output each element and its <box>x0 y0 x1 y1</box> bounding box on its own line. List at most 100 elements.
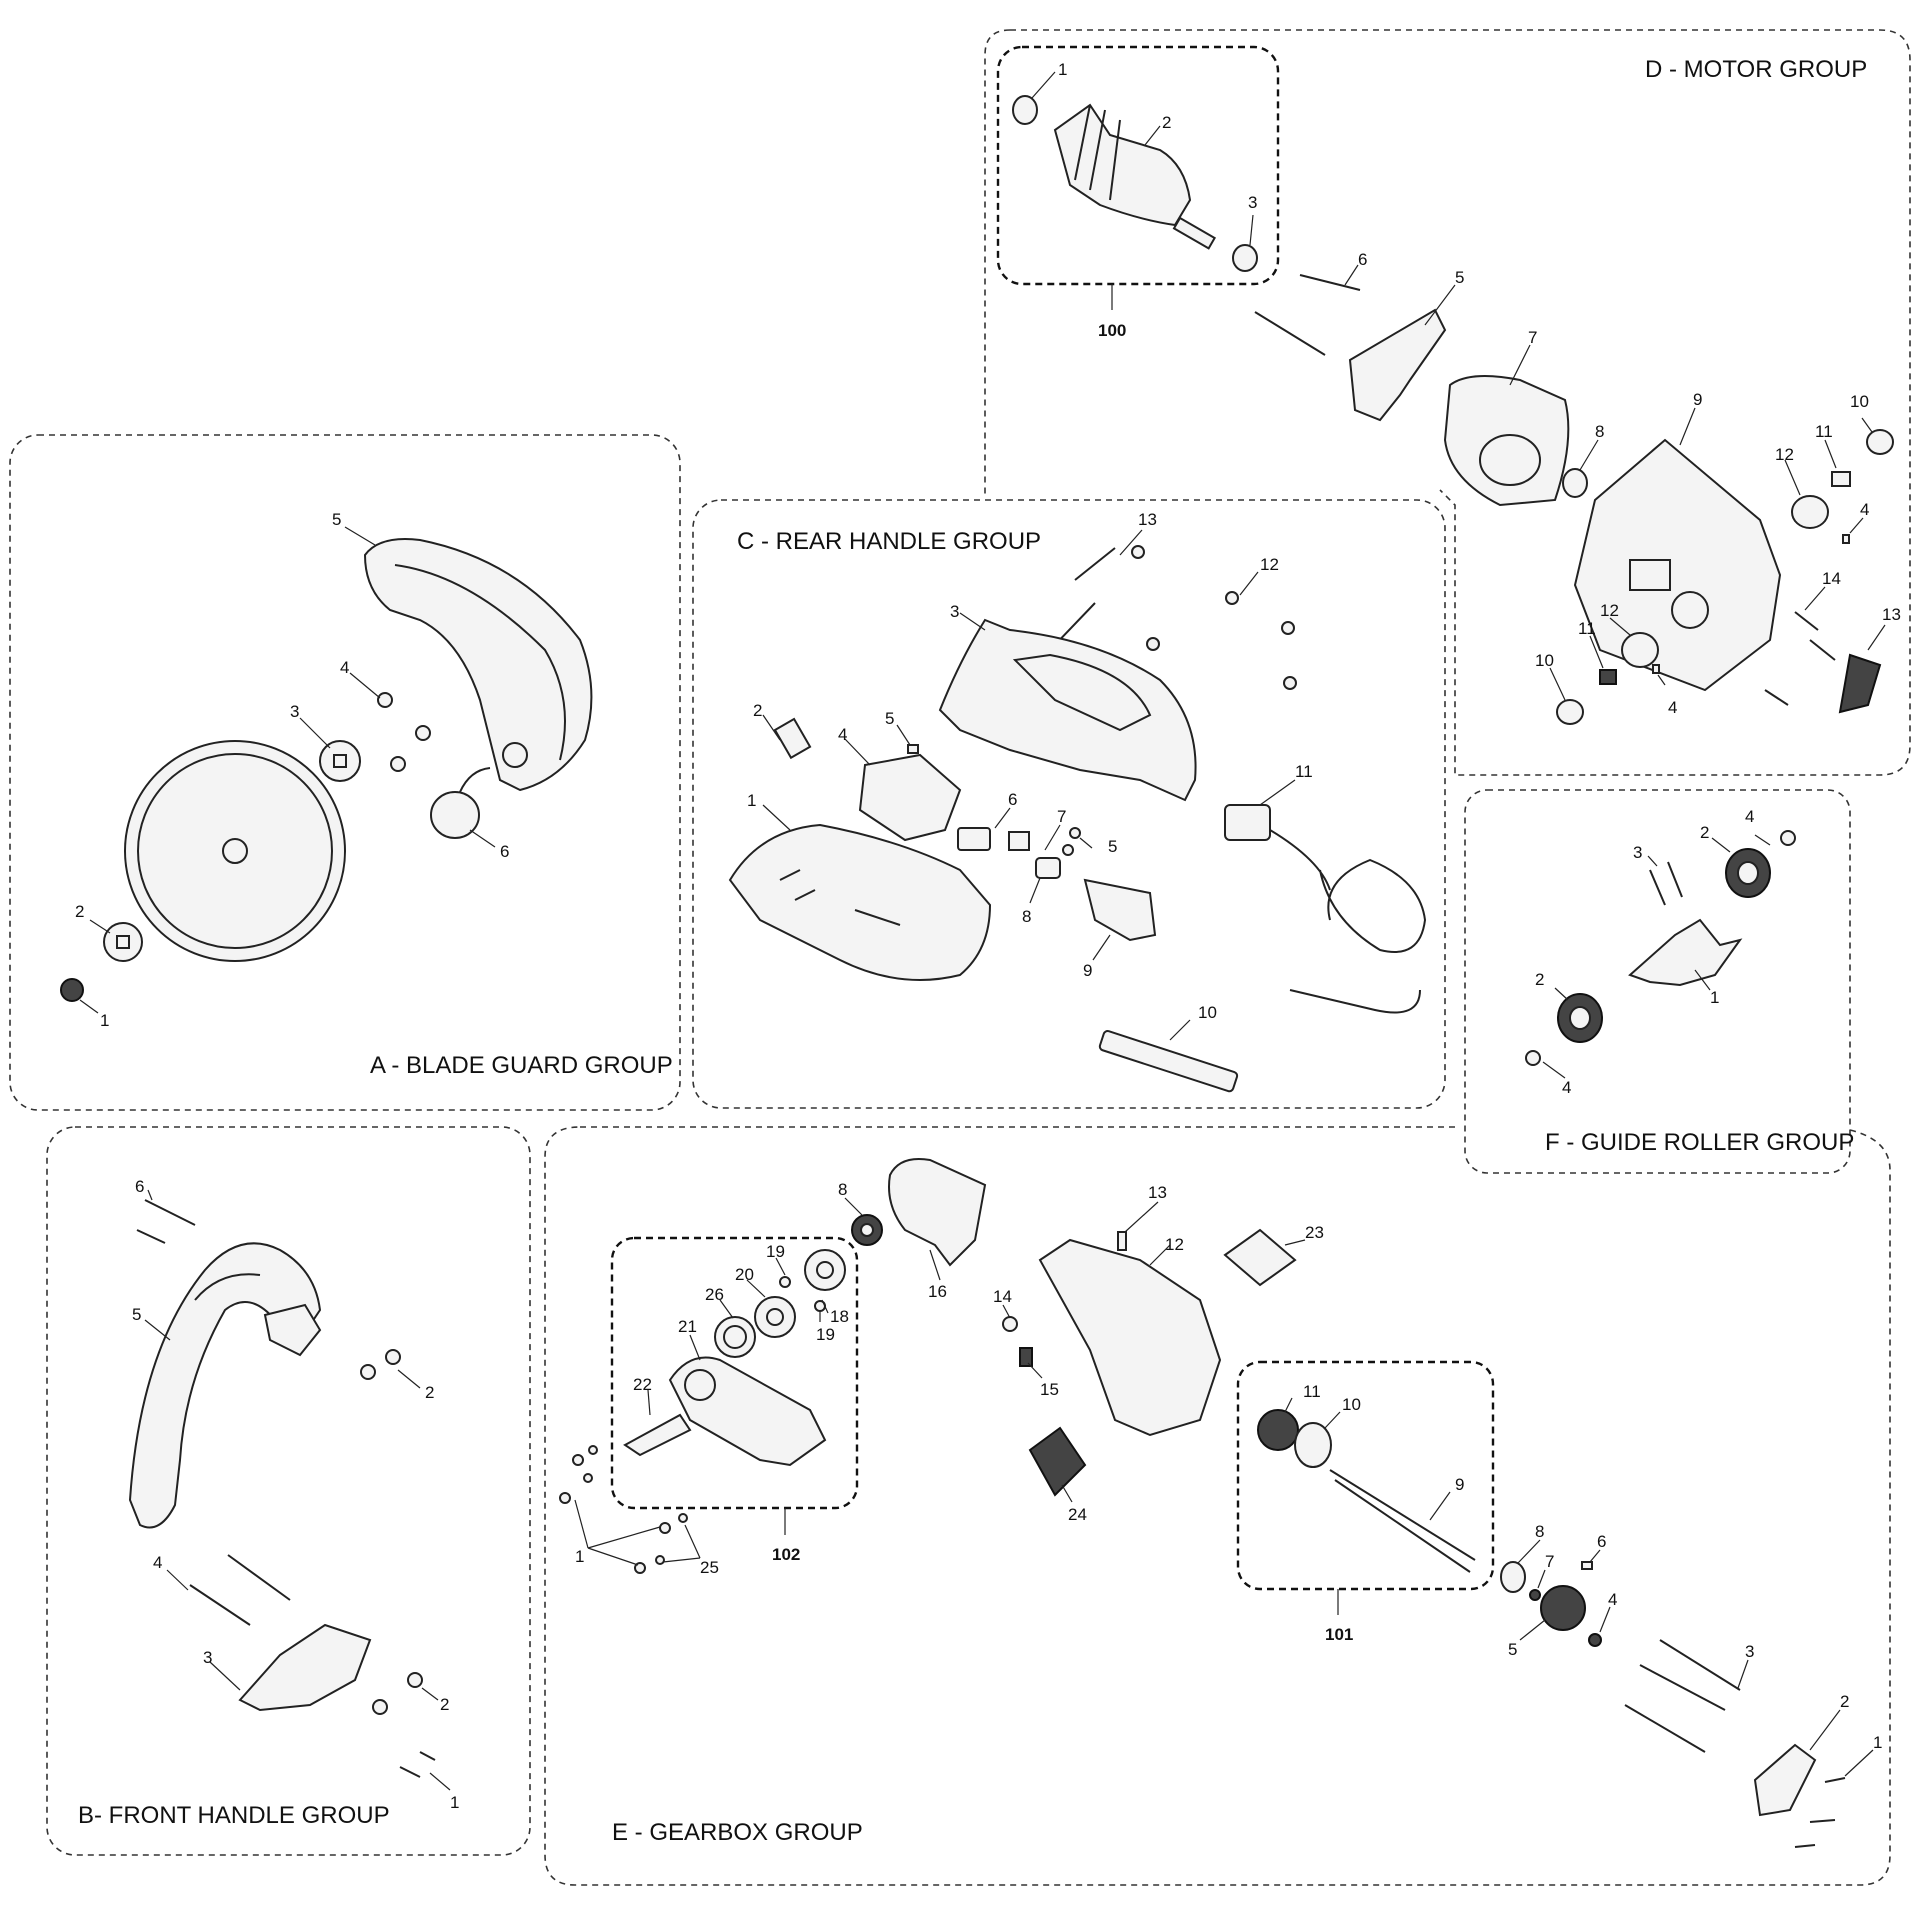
stator <box>1443 375 1570 507</box>
bevel-gear <box>1257 1409 1299 1451</box>
part-label: 20 <box>735 1265 754 1284</box>
screw <box>1062 844 1074 856</box>
screw <box>399 1766 421 1778</box>
part-label: 8 <box>1535 1522 1544 1541</box>
part-label: 3 <box>950 602 959 621</box>
screw <box>1794 1844 1816 1848</box>
nut <box>360 1364 376 1380</box>
part-label: 12 <box>1260 555 1279 574</box>
spindle <box>623 1413 692 1457</box>
brush-holder <box>1621 632 1659 668</box>
switch-spring <box>773 717 812 760</box>
part-label: 4 <box>1745 807 1754 826</box>
part-label: 1 <box>100 1011 109 1030</box>
screw <box>1824 1777 1846 1783</box>
set-screw <box>1117 1231 1127 1251</box>
armature-rotor <box>1053 103 1192 227</box>
screw <box>1809 1819 1836 1823</box>
part-label: 26 <box>705 1285 724 1304</box>
part-label: 8 <box>1022 907 1031 926</box>
screw <box>1069 827 1081 839</box>
bolt <box>189 1584 251 1626</box>
carbon-brush <box>1831 471 1851 487</box>
brush-cap <box>1556 699 1584 725</box>
part-label: 14 <box>993 1287 1012 1306</box>
motor-group: D - MOTOR GROUP 100 <box>996 45 1901 725</box>
nut <box>385 1349 401 1365</box>
part-label: 15 <box>1040 1380 1059 1399</box>
armature-bearing <box>1012 95 1038 125</box>
screw <box>559 1492 571 1504</box>
part-label: 2 <box>1162 113 1171 132</box>
part-label: 19 <box>816 1325 835 1344</box>
front-handle-base <box>263 1303 322 1357</box>
long-bolt <box>1639 1664 1726 1711</box>
part-label: 25 <box>700 1558 719 1577</box>
screw <box>634 1562 646 1574</box>
part-label: 6 <box>1008 790 1017 809</box>
nut <box>407 1672 423 1688</box>
screw <box>1809 639 1836 661</box>
power-cord <box>1269 829 1427 1014</box>
part-label: 1 <box>1710 988 1719 1007</box>
part-label: 5 <box>1108 837 1117 856</box>
screw <box>1780 830 1796 846</box>
spanner-wrench <box>1098 1030 1239 1093</box>
subassembly-101-border <box>1236 1360 1495 1591</box>
cord-clamp <box>1035 857 1061 879</box>
part-label: 3 <box>1745 1642 1754 1661</box>
blade-guard-group: A - BLADE GUARD GROUP 5 4 3 6 2 1 <box>60 510 673 1079</box>
screw <box>907 744 919 754</box>
part-label: 4 <box>153 1553 162 1572</box>
subassembly-100-border <box>996 45 1280 286</box>
screw <box>1225 591 1239 605</box>
part-label: 12 <box>1165 1235 1184 1254</box>
blade-arbor-hole <box>222 838 248 864</box>
long-bolt <box>1659 1639 1741 1691</box>
part-label: 9 <box>1455 1475 1464 1494</box>
part-label: 1 <box>1058 60 1067 79</box>
snap-ring <box>1588 1633 1602 1647</box>
end-cap <box>1838 653 1882 714</box>
screw <box>415 725 431 741</box>
screw <box>1283 676 1297 690</box>
blade-guard-group-title: A - BLADE GUARD GROUP <box>370 1052 673 1079</box>
front-handle-group: B- FRONT HANDLE GROUP 6 5 2 4 3 2 1 <box>78 1177 459 1829</box>
bolt <box>1667 861 1683 898</box>
part-label: 22 <box>633 1375 652 1394</box>
screw <box>1131 545 1145 559</box>
part-label: 8 <box>838 1180 847 1199</box>
part-label: 2 <box>1535 970 1544 989</box>
part-label: 23 <box>1305 1223 1324 1242</box>
part-label: 7 <box>1057 807 1066 826</box>
subassembly-101-label: 101 <box>1325 1625 1353 1644</box>
armature-rear-bearing <box>1232 244 1258 272</box>
washer <box>678 1513 688 1523</box>
screw <box>1146 637 1160 651</box>
armature-shaft <box>1172 216 1217 250</box>
washer <box>583 1473 593 1483</box>
part-label: 12 <box>1600 601 1619 620</box>
front-handle <box>128 1242 322 1529</box>
part-label: 11 <box>1295 762 1313 781</box>
screw <box>377 692 393 708</box>
capacitor <box>1008 831 1030 851</box>
part-label: 4 <box>1562 1078 1571 1097</box>
part-label: 13 <box>1138 510 1157 529</box>
part-label: 9 <box>1083 961 1092 980</box>
part-label: 5 <box>1508 1640 1517 1659</box>
part-label: 1 <box>575 1547 584 1566</box>
part-label: 13 <box>1148 1183 1167 1202</box>
rear-handle-group-border <box>692 499 1446 1109</box>
gearbox-cover <box>668 1356 827 1467</box>
subassembly-102-label: 102 <box>772 1545 800 1564</box>
gearbox-group-border <box>544 1126 1891 1886</box>
part-label: 7 <box>1528 328 1537 347</box>
retaining-clip <box>1529 1589 1541 1601</box>
nut <box>372 1699 388 1715</box>
screw <box>1652 664 1660 674</box>
guide-roller-group: F - GUIDE ROLLER GROUP 4 3 2 1 2 4 <box>1525 807 1854 1156</box>
part-label: 4 <box>838 725 847 744</box>
bearing <box>1562 468 1588 498</box>
